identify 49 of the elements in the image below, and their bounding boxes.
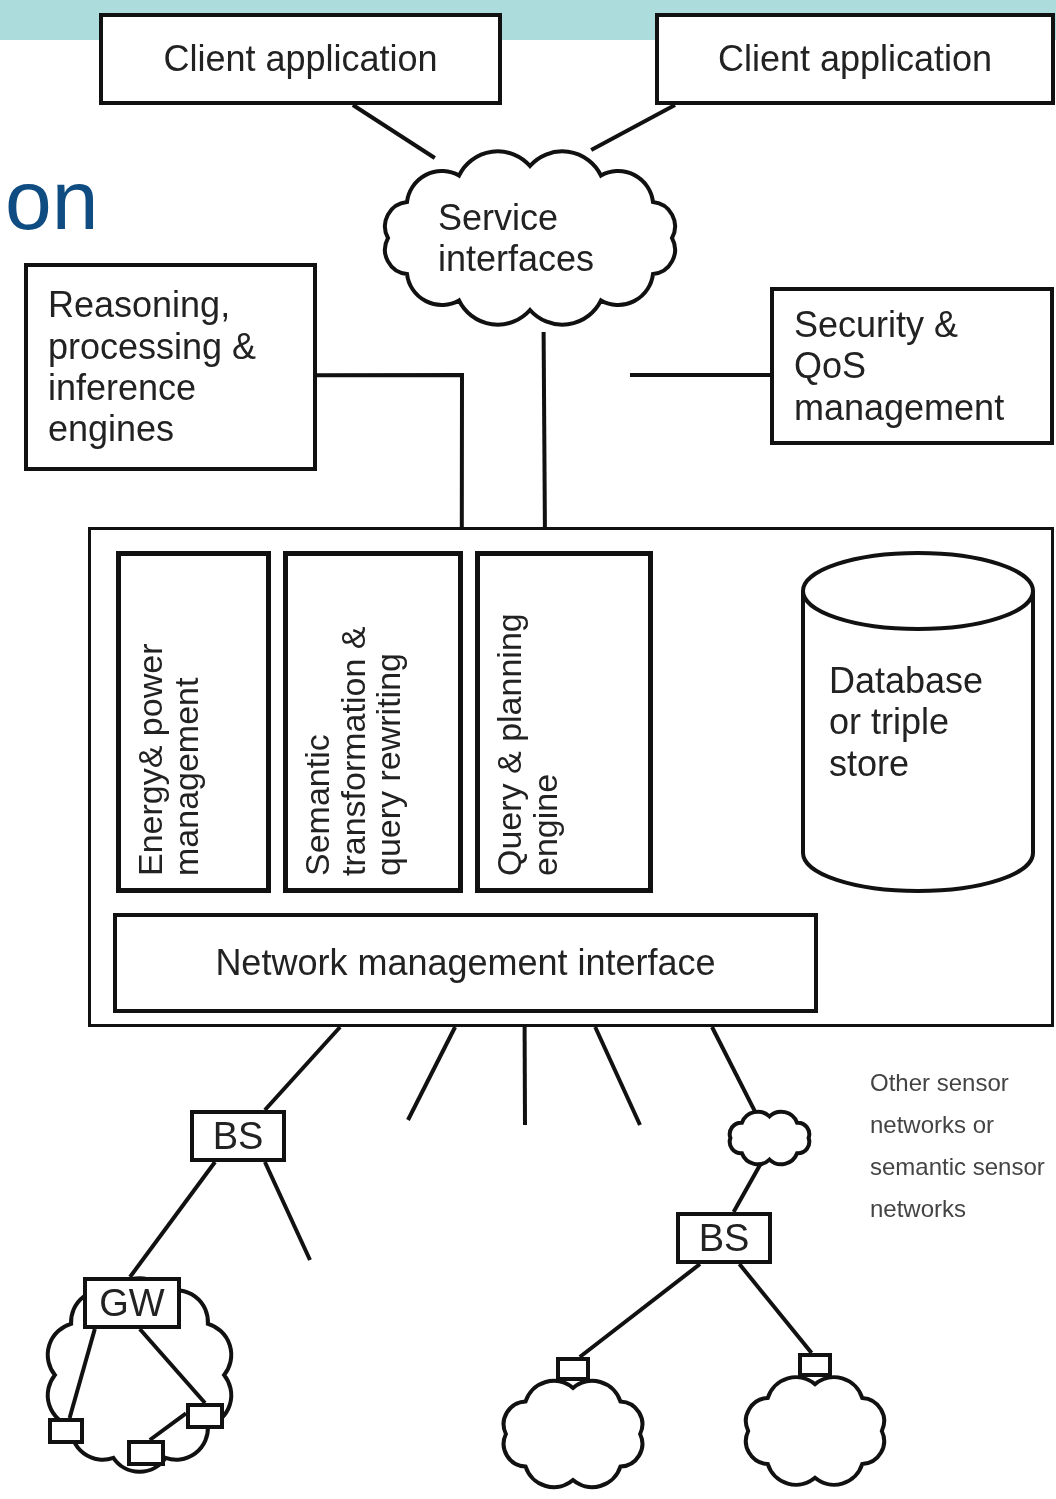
cylinder-label: Database or triple store [829,659,985,785]
connector-line [731,1164,762,1213]
component-box [99,13,502,105]
connector-line [522,1027,527,1125]
component-label: Client application [717,41,993,77]
connector-line [406,1026,457,1121]
connector-line [263,1025,342,1112]
component-label: Network management interface [215,945,716,981]
station-label: BS [212,1117,264,1155]
station-box [83,1277,181,1329]
connector-line [590,103,676,152]
sensor-node-box [798,1353,832,1377]
module-box [475,551,653,893]
component-box [113,913,818,1013]
connector-line [541,332,547,527]
connector-line [630,373,770,377]
connector-line [263,1161,312,1261]
component-box [770,287,1054,445]
connector-line [710,1026,758,1114]
title-fragment: on [5,158,99,242]
component-label: Security & QoS management [794,303,1006,429]
connector-line [737,1262,814,1355]
component-label: Reasoning, processing & inference engines [48,284,258,450]
note-text: Other sensor networks or semantic sensor networks [870,1068,1046,1224]
component-box [24,263,317,471]
sensor-node-box [48,1418,84,1444]
module-box [283,551,463,893]
connector-line [128,1160,217,1279]
sensor-node-box [556,1357,590,1381]
sensor-node-box [186,1403,224,1429]
station-label: GW [99,1284,165,1322]
connector-line [148,1411,188,1442]
module-box [116,551,271,893]
sensor-node-box [127,1440,165,1466]
cloud-label: Service interfaces [438,196,596,280]
component-box [655,13,1055,105]
connector-line [578,1262,702,1359]
station-label: BS [698,1219,750,1257]
middleware-frame [88,527,1054,1027]
connector-line [317,373,464,527]
connector-line [138,1327,207,1405]
module-label: Query & planning engine [492,612,564,876]
connector-line [351,103,436,160]
component-label: Client application [163,41,438,77]
module-label: Energy& power management [133,642,205,876]
connector-line [593,1026,642,1126]
station-box [676,1212,772,1264]
station-box [190,1110,286,1162]
connector-line [67,1328,97,1419]
